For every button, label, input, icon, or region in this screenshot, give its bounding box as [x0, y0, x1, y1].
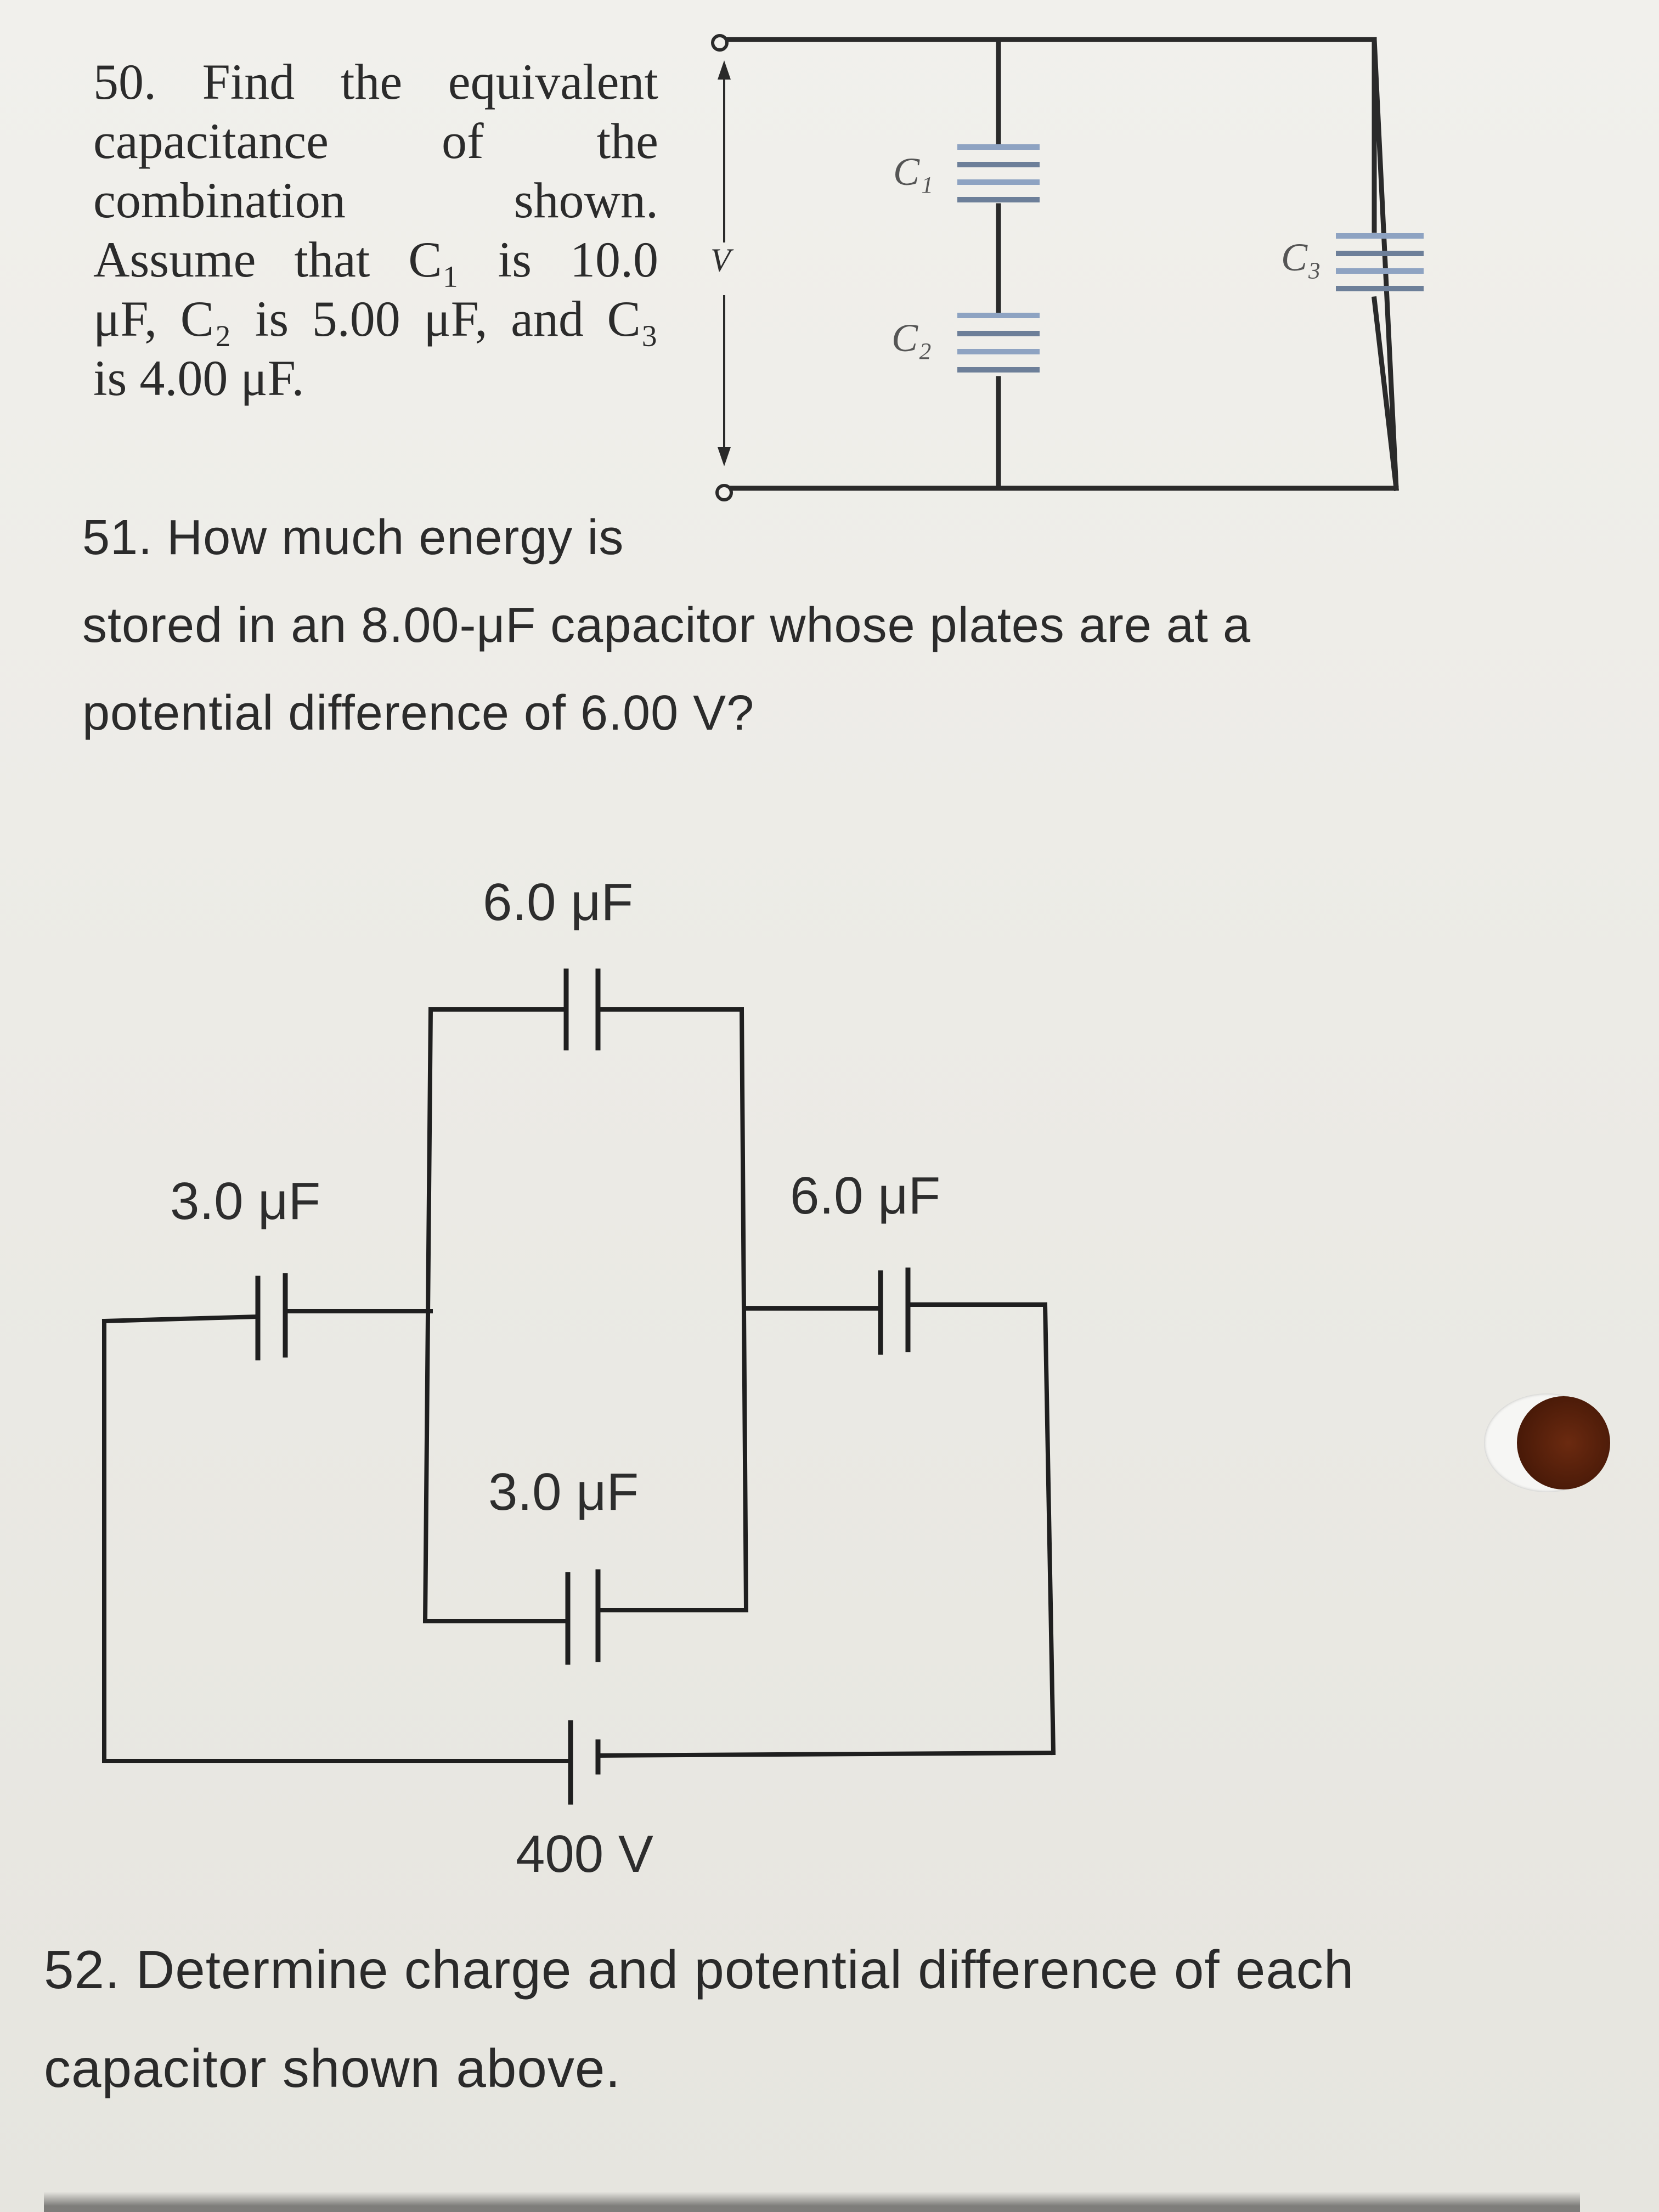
voltage-label: V — [710, 242, 731, 278]
q50-line-2: capacitance of the — [93, 113, 658, 169]
circuit-1 — [711, 34, 1424, 501]
top-capacitor-label: 6.0 μF — [483, 873, 634, 932]
circuit-1-capacitor-c1 — [957, 144, 1040, 202]
circuit-1-wires — [719, 37, 1399, 491]
q50-line-5: μF, C₂ is 5.00 μF, and C₃ — [93, 291, 658, 347]
circuit-1-voltage-arrow — [711, 34, 733, 501]
circuit-2-wires — [101, 1007, 1056, 1763]
question-51: 51. How much energy is stored in an 8.00… — [82, 494, 1564, 757]
q51-line-1: 51. How much energy is — [82, 510, 624, 565]
cut-off-text-strip — [44, 2192, 1580, 2212]
circuit-1-capacitor-c2 — [957, 313, 1040, 373]
q50-line-6: is 4.00 μF. — [93, 350, 304, 406]
circuit-2 — [101, 968, 1056, 1805]
q52-line-1: 52. Determine charge and potential diffe… — [44, 1939, 1355, 2000]
left-capacitor-label: 3.0 μF — [170, 1172, 321, 1231]
right-capacitor-label: 6.0 μF — [790, 1166, 941, 1225]
c1-label: C₁ — [893, 150, 934, 194]
circuit-2-capacitor-right — [878, 1267, 911, 1355]
circuit-2-capacitor-left — [255, 1273, 288, 1361]
q51-line-3: potential difference of 6.00 V? — [82, 686, 755, 741]
q50-line-3: combination shown. — [93, 172, 658, 228]
q51-line-2: stored in an 8.00-μF capacitor whose pla… — [82, 598, 1251, 653]
circuit-2-capacitor-middle — [565, 1569, 601, 1665]
circuit-2-capacitor-top — [563, 968, 601, 1051]
battery-label: 400 V — [516, 1825, 653, 1883]
q52-line-2: capacitor shown above. — [44, 2038, 621, 2098]
circuit-2-battery — [568, 1720, 601, 1805]
question-50: 50. Find the equivalent capacitance of t… — [93, 52, 658, 408]
q50-line-4: Assume that C₁ is 10.0 — [93, 232, 658, 287]
c2-label: C₂ — [891, 316, 932, 360]
middle-capacitor-label: 3.0 μF — [488, 1463, 639, 1521]
question-52: 52. Determine charge and potential diffe… — [44, 1920, 1607, 2118]
c3-label: C₃ — [1281, 235, 1322, 279]
q50-line-1: 50. Find the equivalent — [93, 54, 658, 110]
circuit-1-capacitor-c3 — [1336, 233, 1424, 291]
binder-hole-shadow — [1517, 1396, 1610, 1489]
